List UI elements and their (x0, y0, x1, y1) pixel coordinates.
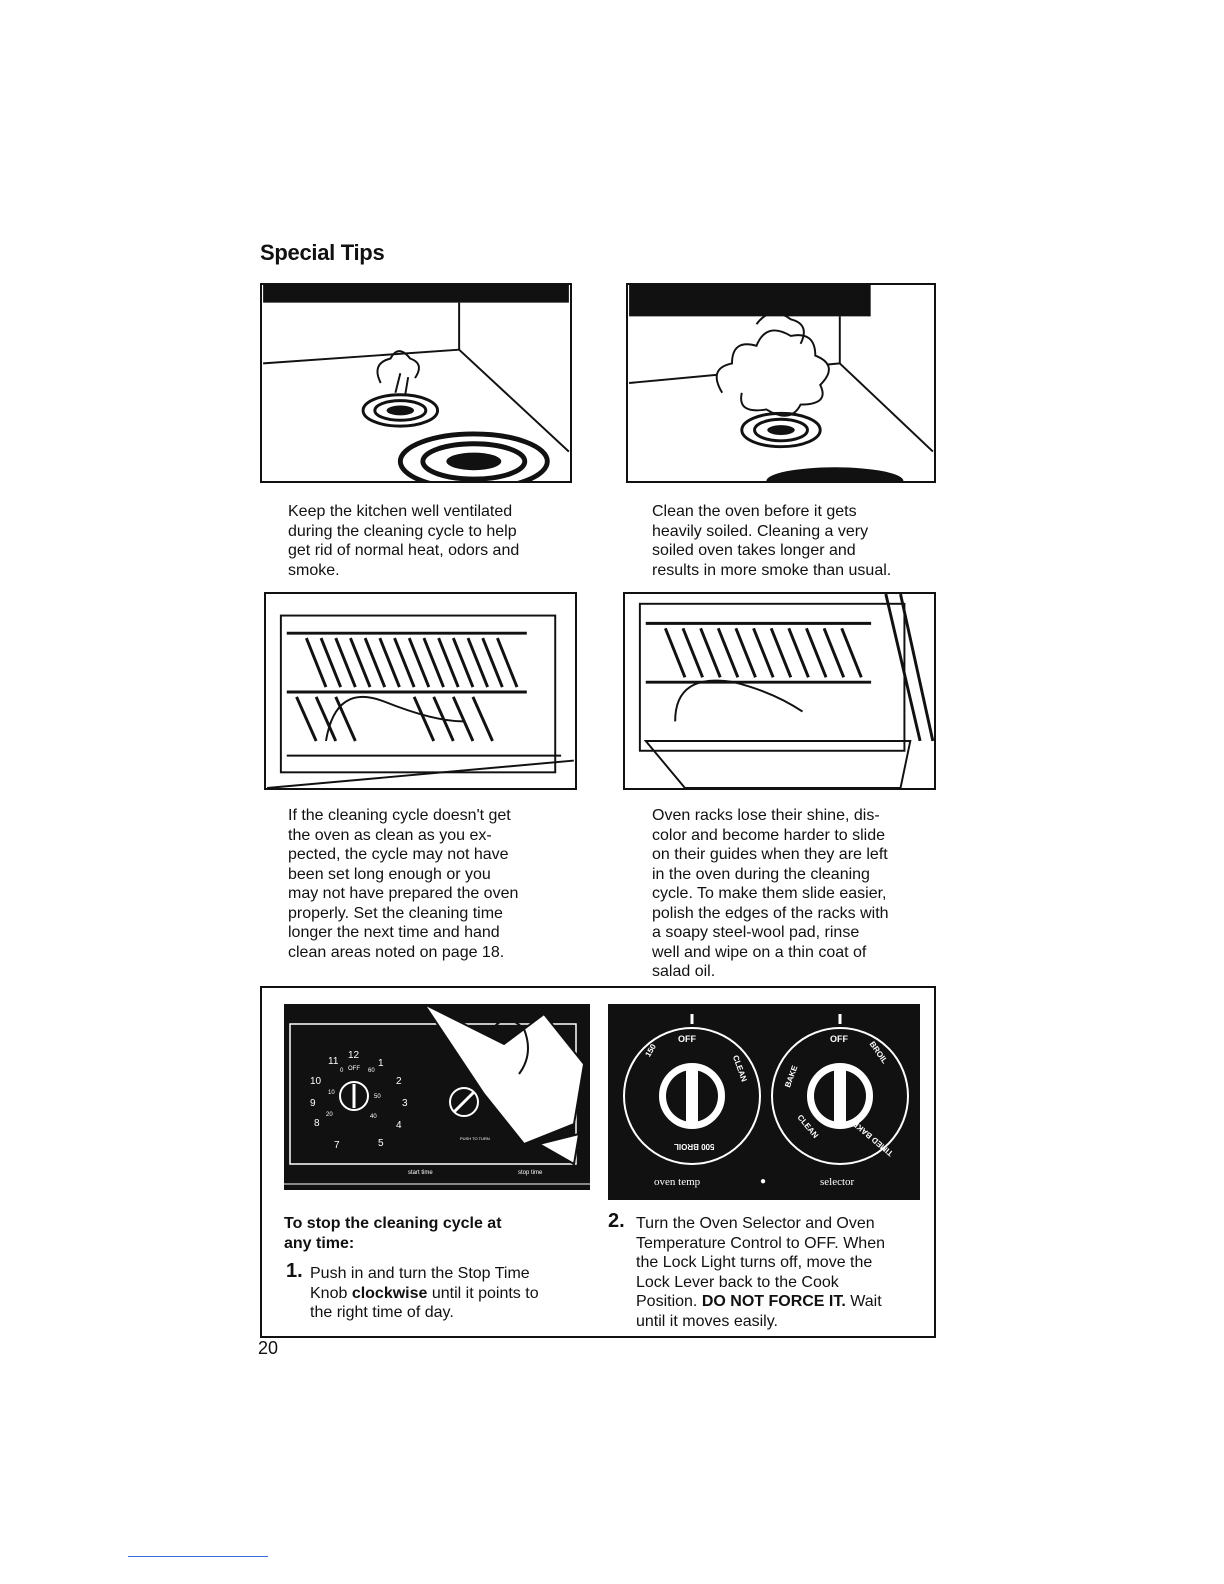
figure-kitchen-ventilation (260, 283, 572, 483)
step-2-text: Turn the Oven Selector and Oven Temperat… (636, 1215, 885, 1330)
tip-caption-cleaning-time: If the cleaning cycle doesn't get the ov… (288, 807, 519, 961)
smoking-cooktop-illustration (629, 285, 934, 481)
step-2-number: 2. (608, 1210, 625, 1232)
clock-number: 4 (396, 1120, 402, 1131)
clock-number: 2 (396, 1076, 402, 1087)
figure-oven-racks-door (623, 592, 936, 790)
tip-caption-soil: Clean the oven before it gets heavily so… (652, 503, 892, 579)
clock-number: 1 (378, 1058, 384, 1069)
clock-number: 7 (334, 1140, 340, 1151)
clock-number: 10 (310, 1076, 322, 1087)
oven-knobs-illustration (623, 1014, 909, 1165)
knob-label: OFF (830, 1034, 848, 1044)
clock-inner-label: 60 (368, 1068, 375, 1074)
clock-number: 9 (310, 1098, 316, 1109)
step-1-text: Push in and turn the Stop Time Knob cloc… (310, 1265, 539, 1321)
timer-panel-illustration (284, 1001, 590, 1185)
cooktop-illustration (263, 285, 570, 481)
clock-number: 5 (378, 1138, 384, 1149)
separator-dot: ● (760, 1176, 767, 1187)
oven-door-racks-illustration (638, 594, 934, 788)
push-to-turn-label: PUSH TO TURN (460, 1136, 490, 1141)
footer-rule (128, 1556, 268, 1557)
clock-number: 3 (402, 1098, 408, 1109)
clock-inner-label: OFF (348, 1066, 360, 1072)
clock-inner-label: 10 (328, 1090, 335, 1096)
figure-heavy-smoke (626, 283, 936, 483)
oven-knob-panel: OFF CLEAN 500 BROIL 150 OFF BROIL TIMED … (608, 1004, 920, 1200)
tip-caption-oven-racks: Oven racks lose their shine, dis- color … (652, 807, 889, 980)
step-1-number: 1. (286, 1260, 303, 1282)
oven-racks-illustration (267, 614, 574, 788)
clock-number: 8 (314, 1118, 320, 1129)
clock-number: 11 (328, 1056, 339, 1067)
stop-cycle-heading: To stop the cleaning cycle at any time: (284, 1215, 502, 1252)
figure-oven-interior (264, 592, 577, 790)
stop-time-label: stop time (518, 1170, 543, 1176)
tip-caption-ventilation: Keep the kitchen well ventilated during … (288, 503, 520, 579)
clock-inner-label: 20 (326, 1112, 333, 1118)
page-title: Special Tips (260, 240, 385, 265)
timer-control-panel: 11 12 1 10 2 9 3 8 4 7 5 0 OFF 60 10 50 … (284, 1001, 590, 1190)
knob-label: OFF (678, 1034, 696, 1044)
oven-temp-label: oven temp (654, 1176, 701, 1188)
selector-label: selector (820, 1176, 855, 1188)
clock-inner-label: 40 (370, 1114, 377, 1120)
clock-number: 12 (348, 1050, 360, 1061)
page-number: 20 (258, 1338, 279, 1358)
clock-inner-label: 50 (374, 1094, 381, 1100)
knob-label: 500 BROIL (674, 1142, 715, 1151)
stop-cleaning-box (260, 986, 936, 1338)
clock-inner-label: 0 (340, 1068, 344, 1074)
start-time-label: start time (408, 1170, 433, 1176)
